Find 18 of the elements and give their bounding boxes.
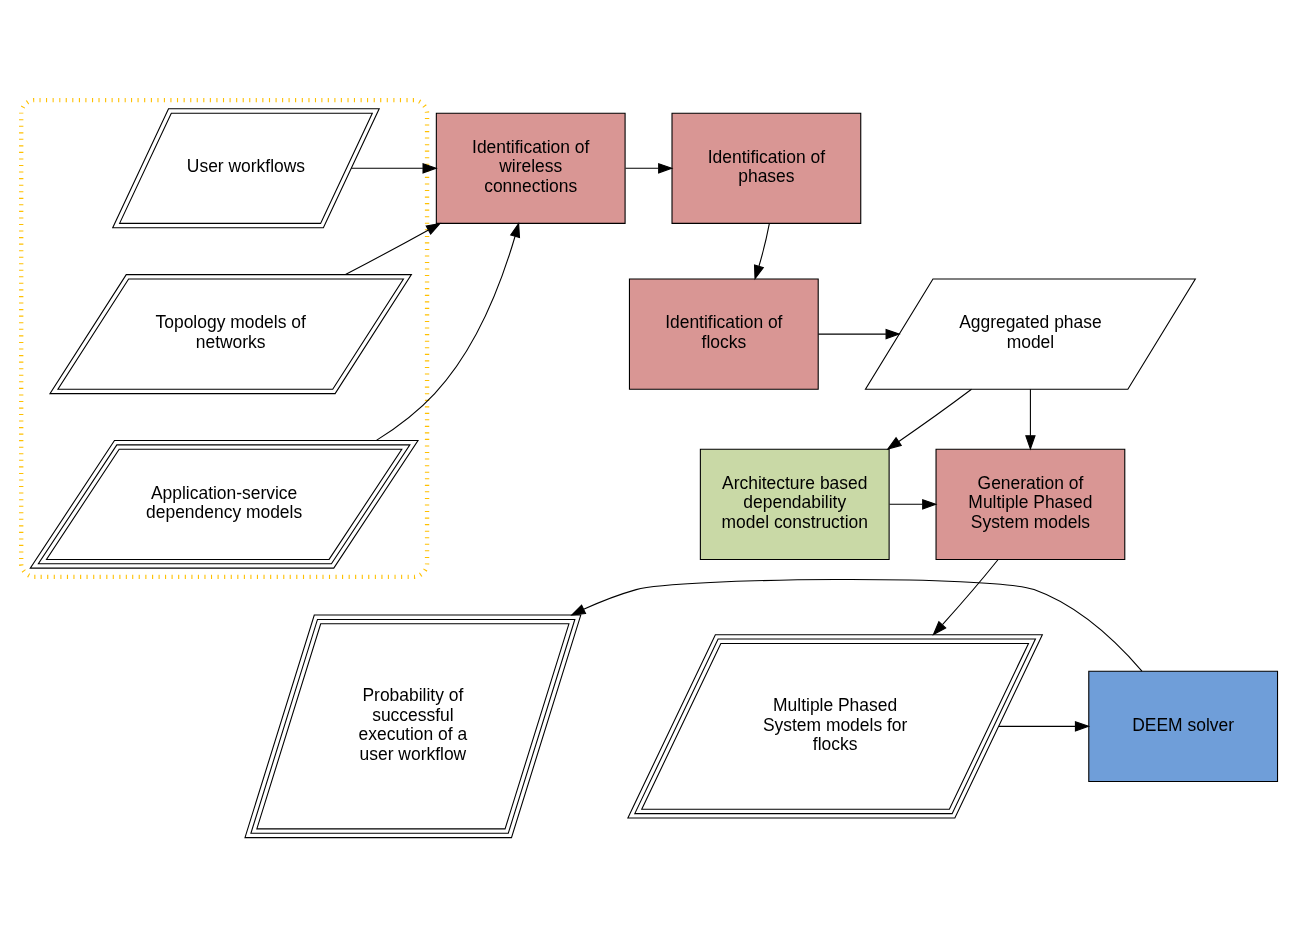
node-box: Identification of flocks	[628, 278, 819, 390]
arrow	[344, 222, 442, 276]
arrow	[350, 162, 438, 174]
node-box: DEEM solver	[1088, 670, 1279, 782]
arrow	[817, 328, 901, 340]
arrow	[998, 721, 1091, 732]
arrow	[753, 222, 770, 281]
arrow	[570, 579, 1143, 672]
arrow	[1025, 388, 1036, 451]
node-box: Generation of Multiple Phased System models	[935, 448, 1126, 560]
arrow	[932, 558, 999, 636]
arrow	[625, 162, 674, 174]
node-box: Identification of phases	[671, 112, 862, 224]
arrow	[375, 222, 521, 441]
node-box: Architecture based dependability model construction	[699, 448, 890, 560]
arrow	[889, 498, 938, 510]
node-box: Identification of wireless connections	[435, 112, 626, 224]
arrow	[886, 388, 973, 450]
